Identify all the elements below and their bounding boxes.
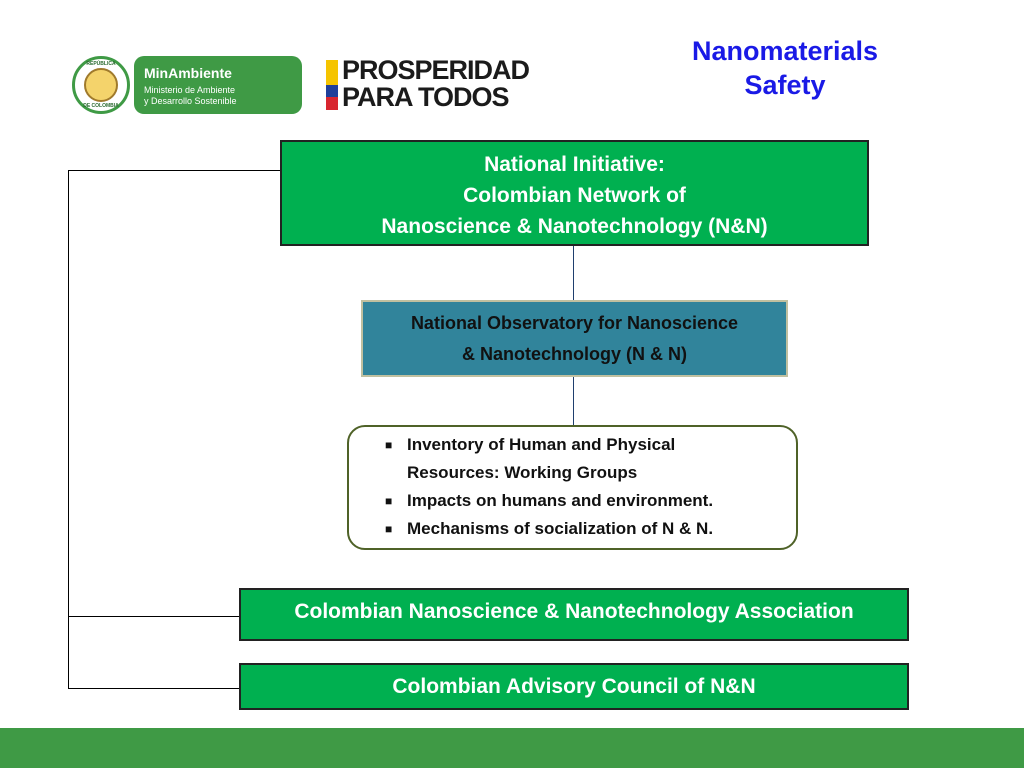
seal-top-text: REPÚBLICA: [86, 61, 116, 67]
association-box: Colombian Nanoscience & Nanotechnology A…: [239, 588, 909, 641]
national-initiative-box: National Initiative: Colombian Network o…: [280, 140, 869, 246]
connector-association-horizontal: [68, 616, 239, 617]
bullet-icon: ■: [385, 494, 393, 508]
connector-left-vertical: [68, 170, 69, 689]
minambiente-logo: MinAmbiente Ministerio de Ambiente y Des…: [134, 56, 302, 114]
prosperidad-line-1: PROSPERIDAD: [342, 55, 530, 85]
observatory-box: National Observatory for Nanoscience & N…: [361, 300, 788, 377]
national-initiative-line-1: National Initiative:: [484, 153, 665, 176]
association-label: Colombian Nanoscience & Nanotechnology A…: [294, 600, 854, 623]
advisory-council-box: Colombian Advisory Council of N&N: [239, 663, 909, 710]
prosperidad-line-2: PARA TODOS: [342, 82, 510, 112]
colombia-flag-icon: [326, 60, 338, 110]
slide-title-line-1: Nanomaterials: [691, 36, 879, 66]
bullet-icon: ■: [385, 438, 393, 452]
connector-advisory-horizontal: [68, 688, 239, 689]
prosperidad-logo: PROSPERIDAD PARA TODOS: [342, 55, 530, 112]
list-item: ■Mechanisms of socialization of N & N.: [349, 515, 796, 543]
connector-observatory-to-items: [573, 377, 574, 425]
seal-bottom-text: DE COLOMBIA: [83, 103, 119, 109]
list-item-continuation: Resources: Working Groups: [407, 463, 638, 482]
minambiente-subtitle-1: Ministerio de Ambiente: [144, 85, 236, 95]
coat-of-arms-icon: [84, 68, 118, 102]
observatory-line-2: & Nanotechnology (N & N): [462, 344, 687, 364]
national-initiative-line-2: Colombian Network of: [463, 184, 686, 207]
national-initiative-line-3: Nanoscience & Nanotechnology (N&N): [381, 215, 768, 238]
bullet-icon: ■: [385, 522, 393, 536]
list-item: ■Inventory of Human and Physical: [349, 431, 796, 459]
colombia-seal-logo: REPÚBLICA DE COLOMBIA: [72, 56, 130, 114]
minambiente-name: MinAmbiente: [144, 65, 232, 81]
connector-initiative-to-observatory: [573, 246, 574, 300]
observatory-items-box: ■Inventory of Human and Physical Resourc…: [347, 425, 798, 550]
list-item: ■Impacts on humans and environment.: [349, 487, 796, 515]
footer-bar: [0, 728, 1024, 768]
observatory-line-1: National Observatory for Nanoscience: [410, 313, 739, 333]
slide-title: Nanomaterials Safety: [640, 34, 930, 102]
minambiente-subtitle-2: y Desarrollo Sostenible: [144, 96, 237, 106]
observatory-items-list: ■Inventory of Human and Physical Resourc…: [349, 427, 796, 543]
advisory-council-label: Colombian Advisory Council of N&N: [392, 675, 756, 698]
connector-top-horizontal: [68, 170, 280, 171]
slide-title-line-2: Safety: [744, 70, 826, 100]
